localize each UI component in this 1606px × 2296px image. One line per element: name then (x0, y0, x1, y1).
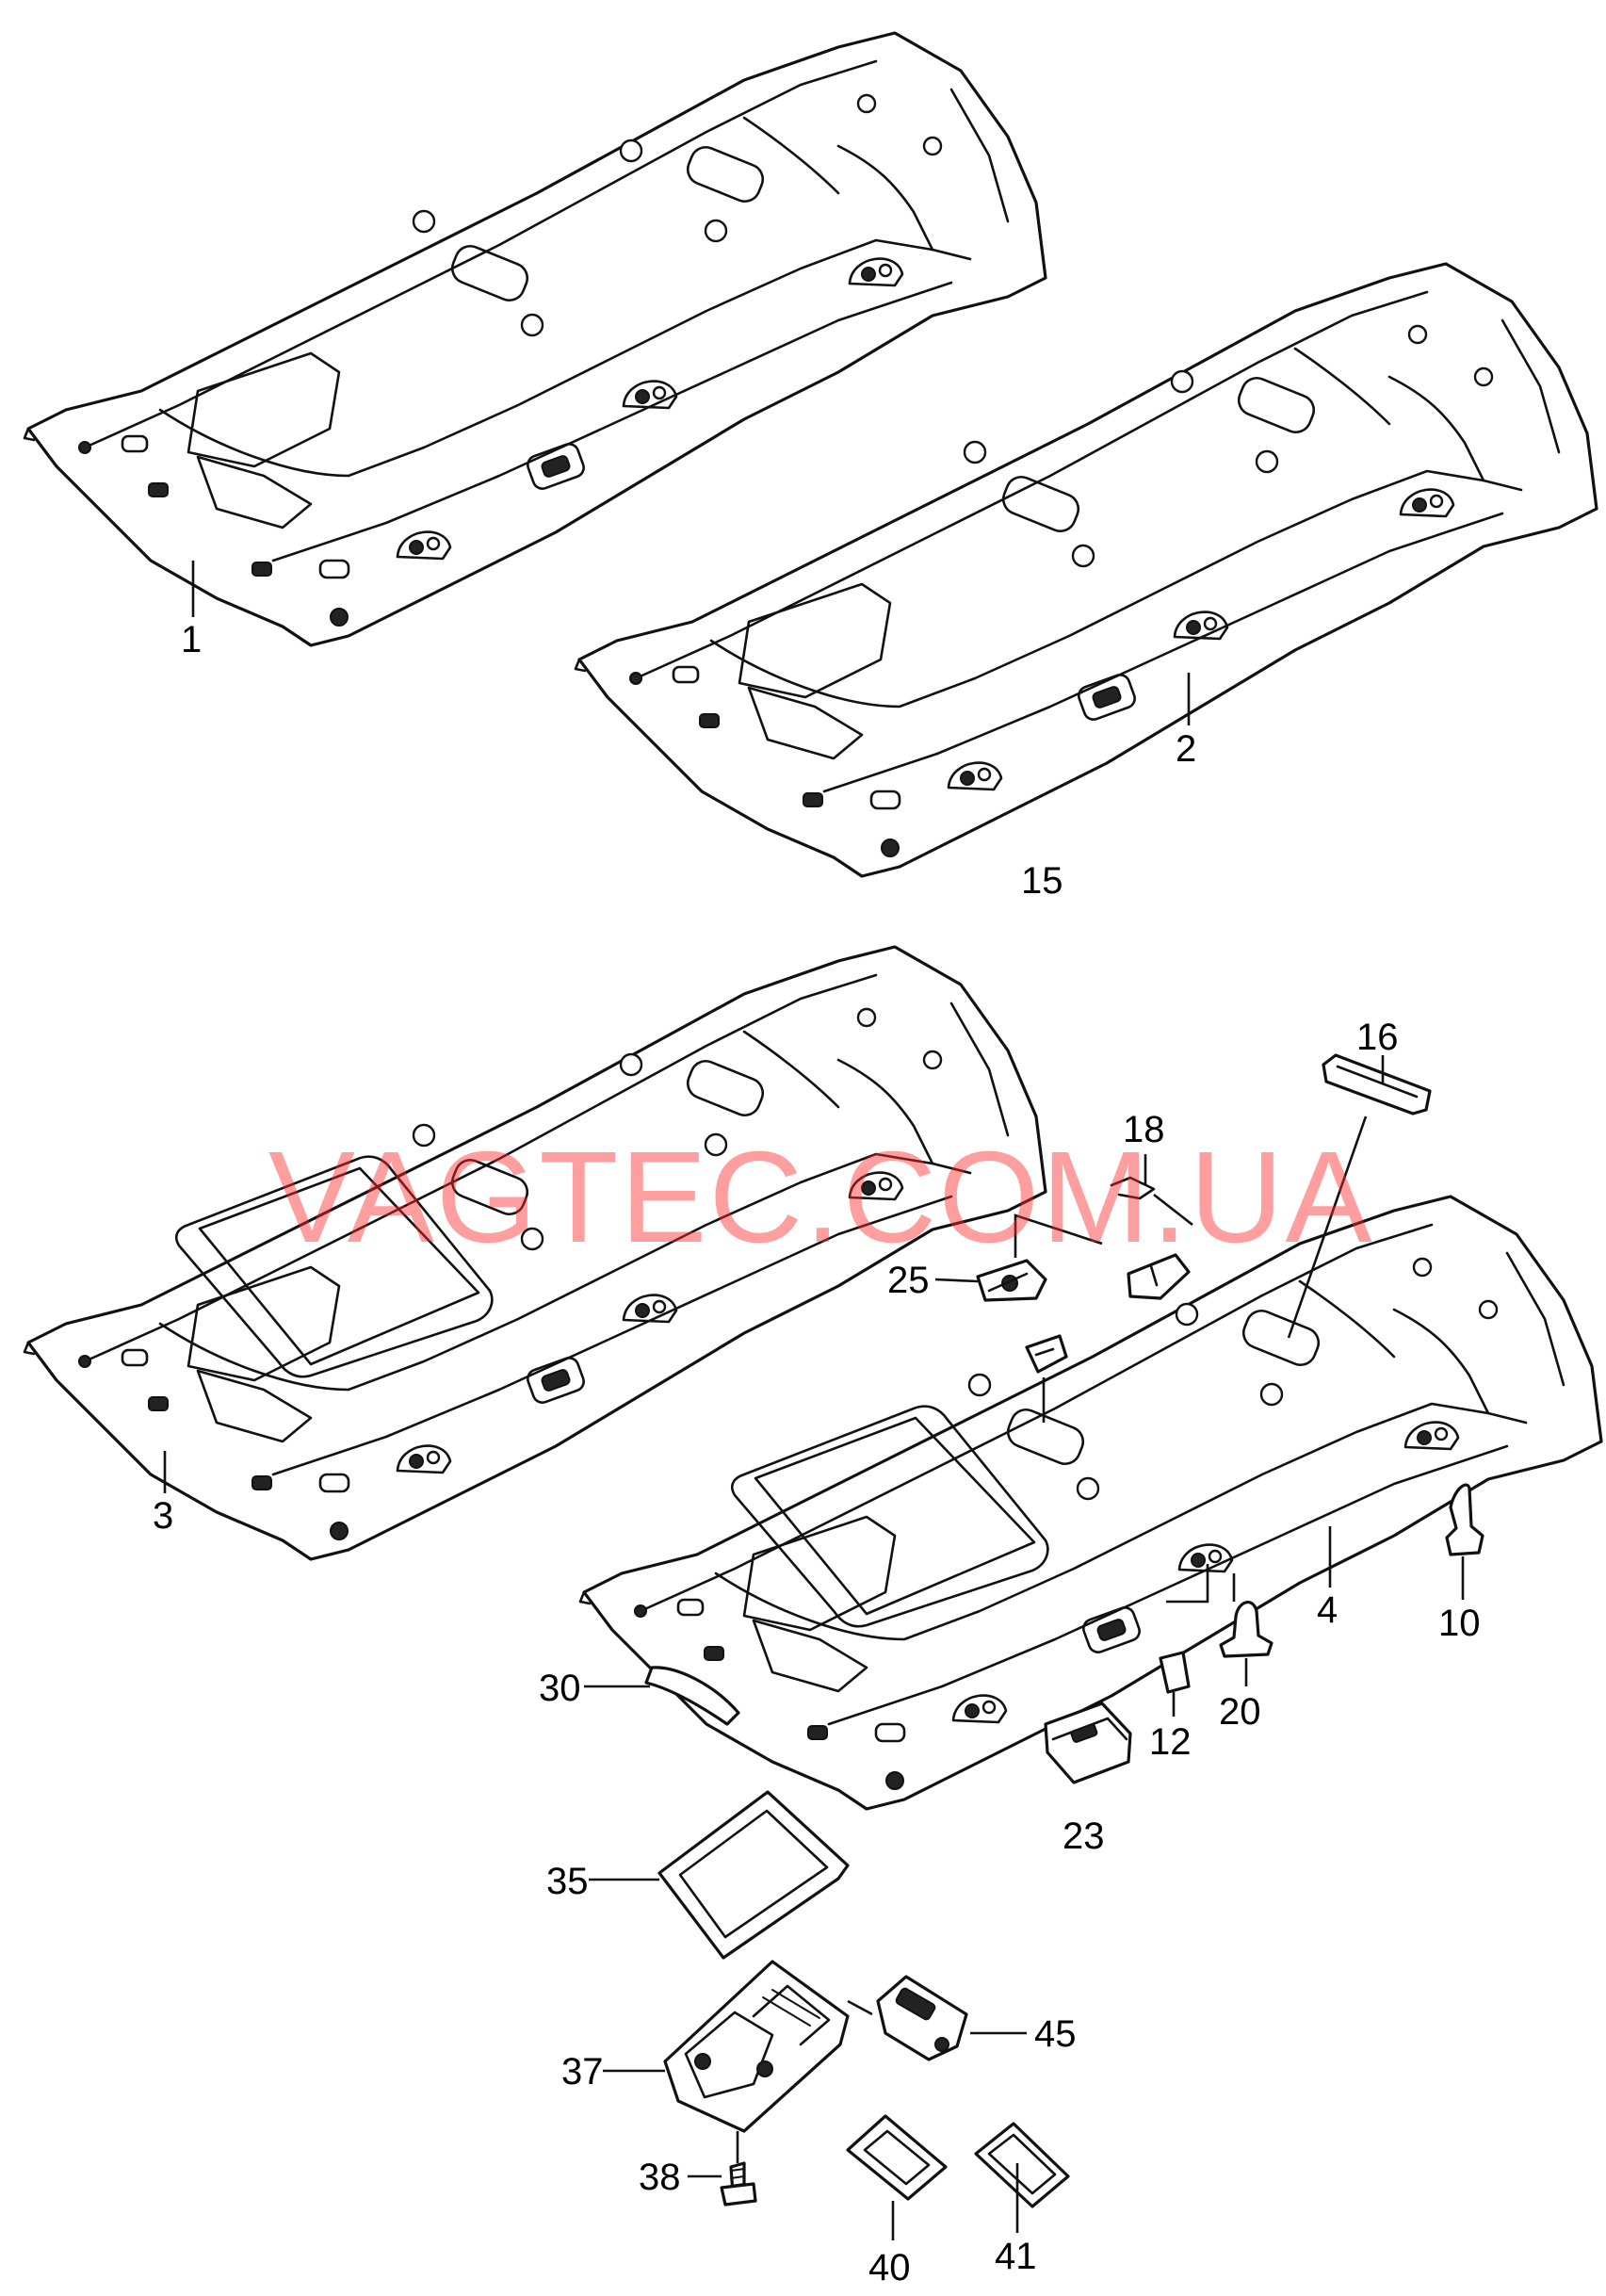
part-37-roof-console (663, 1960, 850, 2133)
part-41-pad (974, 2122, 1070, 2208)
part-45-lamp-module (876, 1975, 968, 2061)
leader-16 (1287, 1055, 1385, 1339)
part-35-frame (657, 1790, 850, 1960)
callout-1: 1 (181, 619, 202, 660)
callout-20: 20 (1219, 1691, 1261, 1733)
leader-25 (934, 1213, 1103, 1283)
part-12-retainer (1159, 1651, 1191, 1694)
callout-37: 37 (561, 2051, 604, 2092)
callout-labels: 1 2 15 3 16 18 25 4 10 20 12 23 30 35 37… (153, 619, 1481, 2288)
callout-18: 18 (1123, 1109, 1165, 1150)
callout-41: 41 (995, 2236, 1037, 2277)
callout-2: 2 (1176, 728, 1196, 770)
part-20-clip (1219, 1601, 1273, 1658)
leader-18 (1144, 1154, 1193, 1227)
callout-3: 3 (153, 1495, 173, 1537)
callout-15: 15 (1021, 860, 1063, 902)
part-15-handle-bracket (1025, 1334, 1068, 1374)
watermark-text: VAGTEC.COM.UA (268, 1125, 1374, 1270)
part-23-reading-lamp (1044, 1702, 1132, 1784)
part-25-retainer (976, 1259, 1047, 1302)
leader-12 (1166, 1564, 1209, 1717)
callout-40: 40 (868, 2247, 911, 2288)
leader-20 (1232, 1573, 1248, 1686)
callout-23: 23 (1063, 1816, 1105, 1857)
callout-4: 4 (1317, 1589, 1338, 1631)
callout-45: 45 (1034, 2013, 1077, 2055)
part-10-clip (1445, 1483, 1484, 1556)
part-40-cover (846, 2114, 948, 2201)
part-30-trim-strip (644, 1666, 740, 1726)
leader-lines (163, 561, 1465, 2240)
callout-12: 12 (1149, 1721, 1192, 1763)
callout-10: 10 (1438, 1603, 1481, 1644)
leader-45 (847, 1999, 1027, 2035)
part-38-screw (720, 2161, 757, 2206)
part-16-cover-plate (1322, 1053, 1432, 1115)
callout-16: 16 (1356, 1017, 1399, 1058)
callout-25: 25 (887, 1260, 930, 1301)
part-25b-mount (1127, 1253, 1191, 1300)
leader-38 (688, 2131, 739, 2178)
callout-35: 35 (546, 1861, 589, 1902)
part-18-clip (1110, 1176, 1156, 1200)
callout-30: 30 (539, 1668, 581, 1709)
callout-38: 38 (639, 2157, 681, 2198)
